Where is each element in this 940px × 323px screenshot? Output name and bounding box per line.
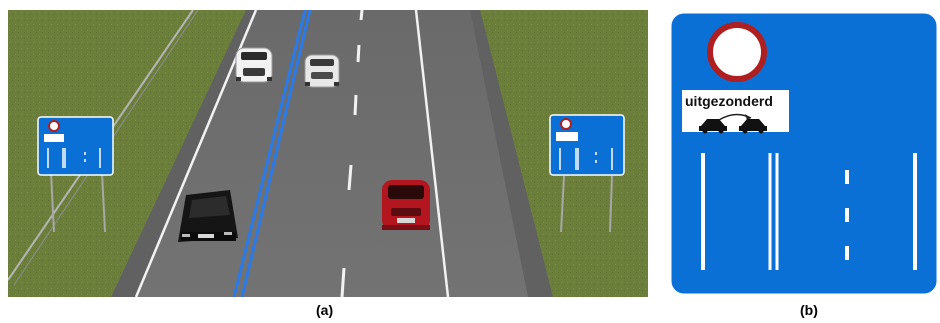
panel-b-caption: (b): [800, 302, 818, 318]
exception-text: uitgezonderd: [685, 93, 773, 109]
sign-lane-lines: [701, 153, 917, 270]
car-pictogram-icon: [699, 119, 767, 134]
sign-board: [668, 10, 940, 297]
sign-closeup-svg: uitgezonderd: [668, 10, 940, 297]
blue-lane-line-1: [232, 10, 307, 297]
lane-line-right-edge: [414, 10, 450, 297]
panel-a-caption: (a): [316, 302, 334, 318]
road-sign-left: [37, 116, 114, 233]
highway-scene-svg: [8, 10, 648, 297]
road-sign-right: [549, 114, 625, 233]
prohibition-sign-icon: [707, 22, 767, 82]
road-shoulder-left: [111, 10, 256, 297]
car-black: [178, 190, 238, 242]
road-shoulder-right: [470, 10, 553, 297]
dashed-lane-line: [340, 10, 364, 297]
car-white-2: [304, 54, 340, 88]
highway-scene: [8, 10, 648, 297]
sign-closeup: uitgezonderd: [667, 10, 940, 297]
car-white-1: [235, 47, 273, 83]
exception-panel: [682, 90, 789, 132]
car-red: [382, 180, 430, 230]
blue-lane-line-2: [240, 10, 312, 297]
